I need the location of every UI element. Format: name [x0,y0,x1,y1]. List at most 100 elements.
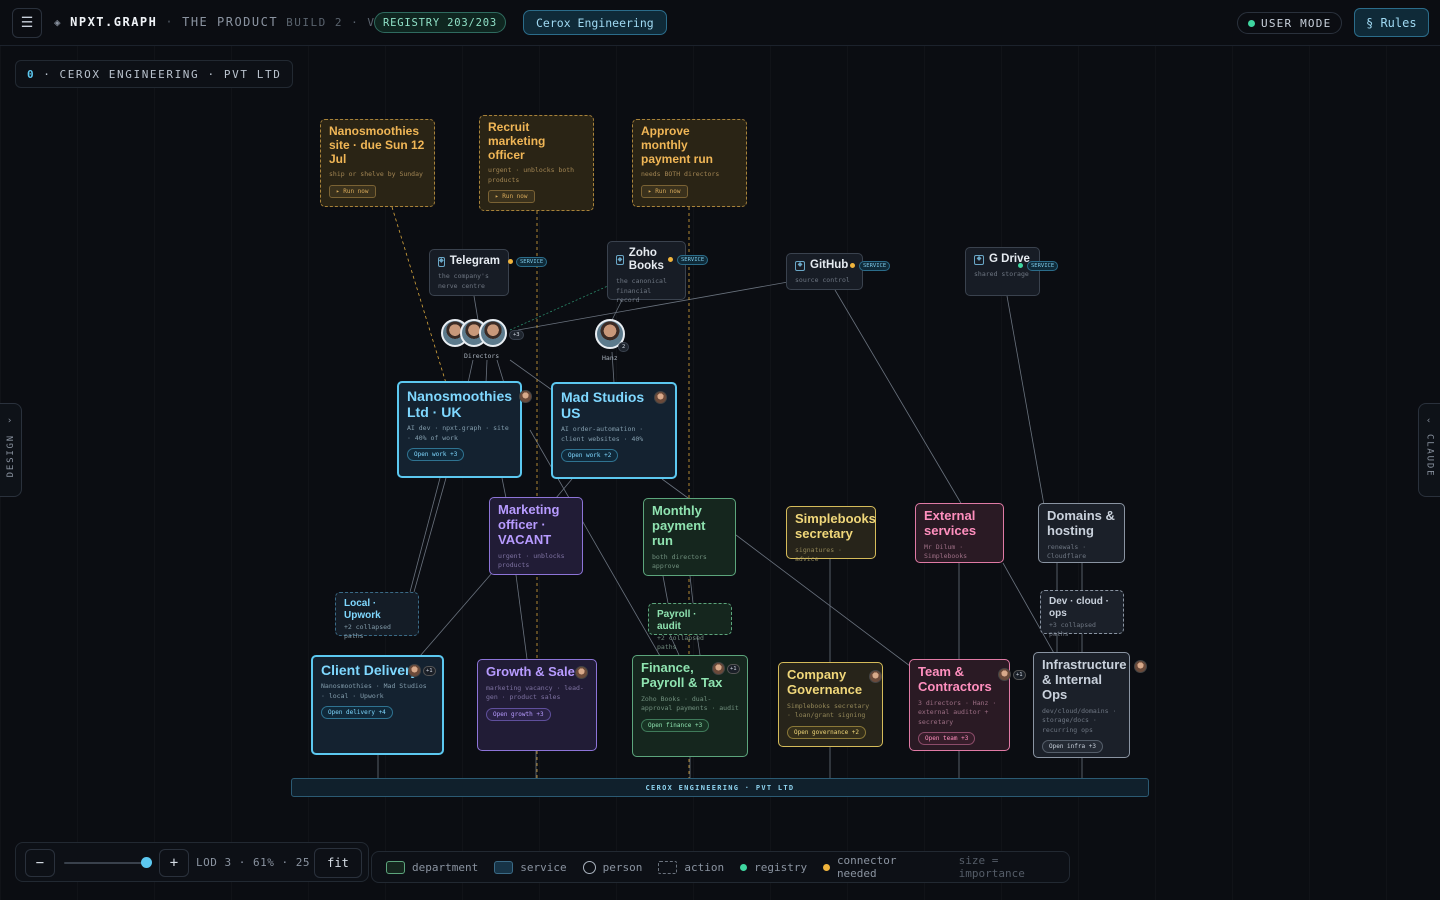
service-icon: ◆ [795,260,805,271]
open-work-button[interactable]: Open work +3 [407,448,465,462]
user-mode-toggle[interactable]: USER MODE [1237,12,1343,34]
service-title: GitHub [810,259,849,271]
action-card[interactable]: Recruit marketing officer urgent · unblo… [479,115,594,211]
service-tag: SERVICE [1027,261,1059,271]
node-subtitle: +2 collapsed paths [657,634,704,652]
build-label: BUILD 2 · V2 [286,15,384,29]
service-subtitle: source control [795,276,850,285]
zoom-out-button[interactable]: − [25,849,55,877]
avatar [712,662,725,675]
service-telegram[interactable]: ◆Telegram the company's nerve centre [429,249,509,296]
extra-count-badge: +1 [423,666,436,676]
node-title: Simplebooks secretary [795,511,876,541]
service-icon: ◆ [438,256,445,267]
hamburger-icon: ☰ [20,15,34,31]
design-panel-tab[interactable]: › DESIGN [0,403,22,497]
product-label: THE PRODUCT [182,15,279,29]
open-department-button[interactable]: Open delivery +4 [321,705,393,719]
service-title: G Drive [989,253,1030,265]
collapsed-payroll-audit[interactable]: Payroll · audit +2 collapsed paths [648,603,732,651]
company-nanosmoothies[interactable]: Nanosmoothies Ltd · UK AI dev · npxt.gra… [397,381,522,478]
department-title: Growth & Sales [486,664,583,679]
action-subtitle: urgent · unblocks both products [488,166,575,184]
registry-dot-icon [740,863,748,871]
collapsed-local-upwork[interactable]: Local · Upwork +2 collapsed paths [335,592,419,640]
node-external-services[interactable]: External services Mr Dilum · Simplebooks [915,503,1004,563]
breadcrumb-separator: · [43,67,52,81]
action-subtitle: ship or shelve by Sunday [329,170,423,179]
chevron-left-icon: ‹ [1425,416,1434,426]
rules-button[interactable]: § Rules [1354,8,1429,37]
zoom-controls: − + LOD 3 · 61% · 25 fit [15,842,369,882]
root-company-node[interactable]: CEROX ENGINEERING · PVT LTD [291,778,1149,797]
service-subtitle: shared storage [974,270,1029,279]
node-domains-hosting[interactable]: Domains & hosting renewals · Cloudflare [1038,503,1125,563]
action-title: Recruit marketing officer [488,120,546,162]
node-title: Dev · cloud · ops [1049,596,1110,619]
open-department-button[interactable]: Open team +3 [918,732,976,746]
department-subtitle: marketing vacancy · lead-gen · product s… [486,683,584,702]
department-client-delivery[interactable]: Client Delivery Nanosmoothies · Mad Stud… [311,655,444,755]
zoom-readout: LOD 3 · 61% · 25 [196,856,310,869]
avatar [575,666,588,679]
open-department-button[interactable]: Open finance +3 [641,718,710,732]
run-now-button[interactable]: ▸ Run now [641,184,688,198]
open-department-button[interactable]: Open infra +3 [1042,740,1103,754]
claude-panel-tab[interactable]: ‹ CLAUDE [1418,403,1440,497]
legend: department service person action registr… [371,851,1070,883]
zoom-in-button[interactable]: + [159,849,189,877]
extra-count-badge: +1 [1013,670,1026,680]
user-mode-label: USER MODE [1261,16,1332,30]
service-icon: ◆ [974,254,984,265]
department-infrastructure[interactable]: Infrastructure & Internal Ops dev/cloud/… [1033,652,1130,758]
hanz-label: Hanz [602,354,618,362]
service-tag: SERVICE [677,255,709,265]
open-department-button[interactable]: Open growth +3 [486,707,551,721]
status-dot-icon [1248,19,1255,27]
logo-icon: ◈ [54,15,63,29]
department-subtitle: dev/cloud/domains · storage/docs · recur… [1042,706,1117,734]
department-subtitle: Zoho Books · dual-approval payments · au… [641,694,739,713]
action-swatch-icon [658,860,678,874]
directors-count-badge: +3 [509,330,524,340]
department-governance[interactable]: Company Governance Simplebooks secretary… [778,662,883,747]
department-subtitle: Simplebooks secretary · loan/grant signi… [787,701,870,720]
action-title: Nanosmoothies site · due Sun 12 Jul [329,124,425,166]
zoom-slider-thumb[interactable] [141,857,152,868]
service-g-drive[interactable]: ◆ G Drive shared storage [965,247,1040,296]
node-title: Domains & hosting [1047,508,1115,538]
role-simplebooks-secretary[interactable]: Simplebooks secretary signatures · advic… [786,506,876,563]
collapsed-dev-cloud-ops[interactable]: Dev · cloud · ops +3 collapsed paths [1040,590,1124,638]
role-marketing-officer[interactable]: Marketing officer · VACANT urgent · unbl… [489,497,583,575]
node-subtitle: urgent · unblocks products [498,551,565,570]
node-title: External services [924,508,977,538]
avatar [654,391,667,404]
breadcrumb-label: CEROX ENGINEERING · PVT LTD [59,67,282,81]
company-selector[interactable]: Cerox Engineering [523,10,667,35]
process-monthly-payment[interactable]: Monthly payment run both directors appro… [643,498,736,576]
service-zoho-books[interactable]: ◆Zoho Books the canonical financial reco… [607,241,686,304]
fit-button[interactable]: fit [314,848,362,878]
node-subtitle: both directors approve [652,552,707,571]
action-title: Approve monthly payment run [641,124,714,166]
department-title: Team & Contractors [918,664,992,694]
action-card[interactable]: Nanosmoothies site · due Sun 12 Jul ship… [320,119,435,207]
open-department-button[interactable]: Open governance +2 [787,725,867,739]
department-team-contractors[interactable]: Team & Contractors 3 directors · Hanz · … [909,659,1010,751]
run-now-button[interactable]: ▸ Run now [329,184,376,198]
action-card[interactable]: Approve monthly payment run needs BOTH d… [632,119,747,207]
run-now-button[interactable]: ▸ Run now [488,190,535,204]
connector-needed-dot [850,263,855,268]
claude-tab-label: CLAUDE [1424,434,1435,478]
department-title: Infrastructure & Internal Ops [1042,657,1127,702]
service-github[interactable]: ◆ GitHub source control [786,253,863,290]
menu-button[interactable]: ☰ [12,8,42,38]
hanz-count-badge: 2 [618,342,630,352]
service-subtitle: the canonical financial record [616,277,667,305]
avatar[interactable] [479,319,507,347]
registry-badge[interactable]: REGISTRY 203/203 [374,12,506,33]
directors-label: Directors [464,352,500,360]
open-work-button[interactable]: Open work +2 [561,449,619,463]
breadcrumb[interactable]: 0 · CEROX ENGINEERING · PVT LTD [15,60,294,88]
zoom-slider[interactable] [64,862,146,864]
